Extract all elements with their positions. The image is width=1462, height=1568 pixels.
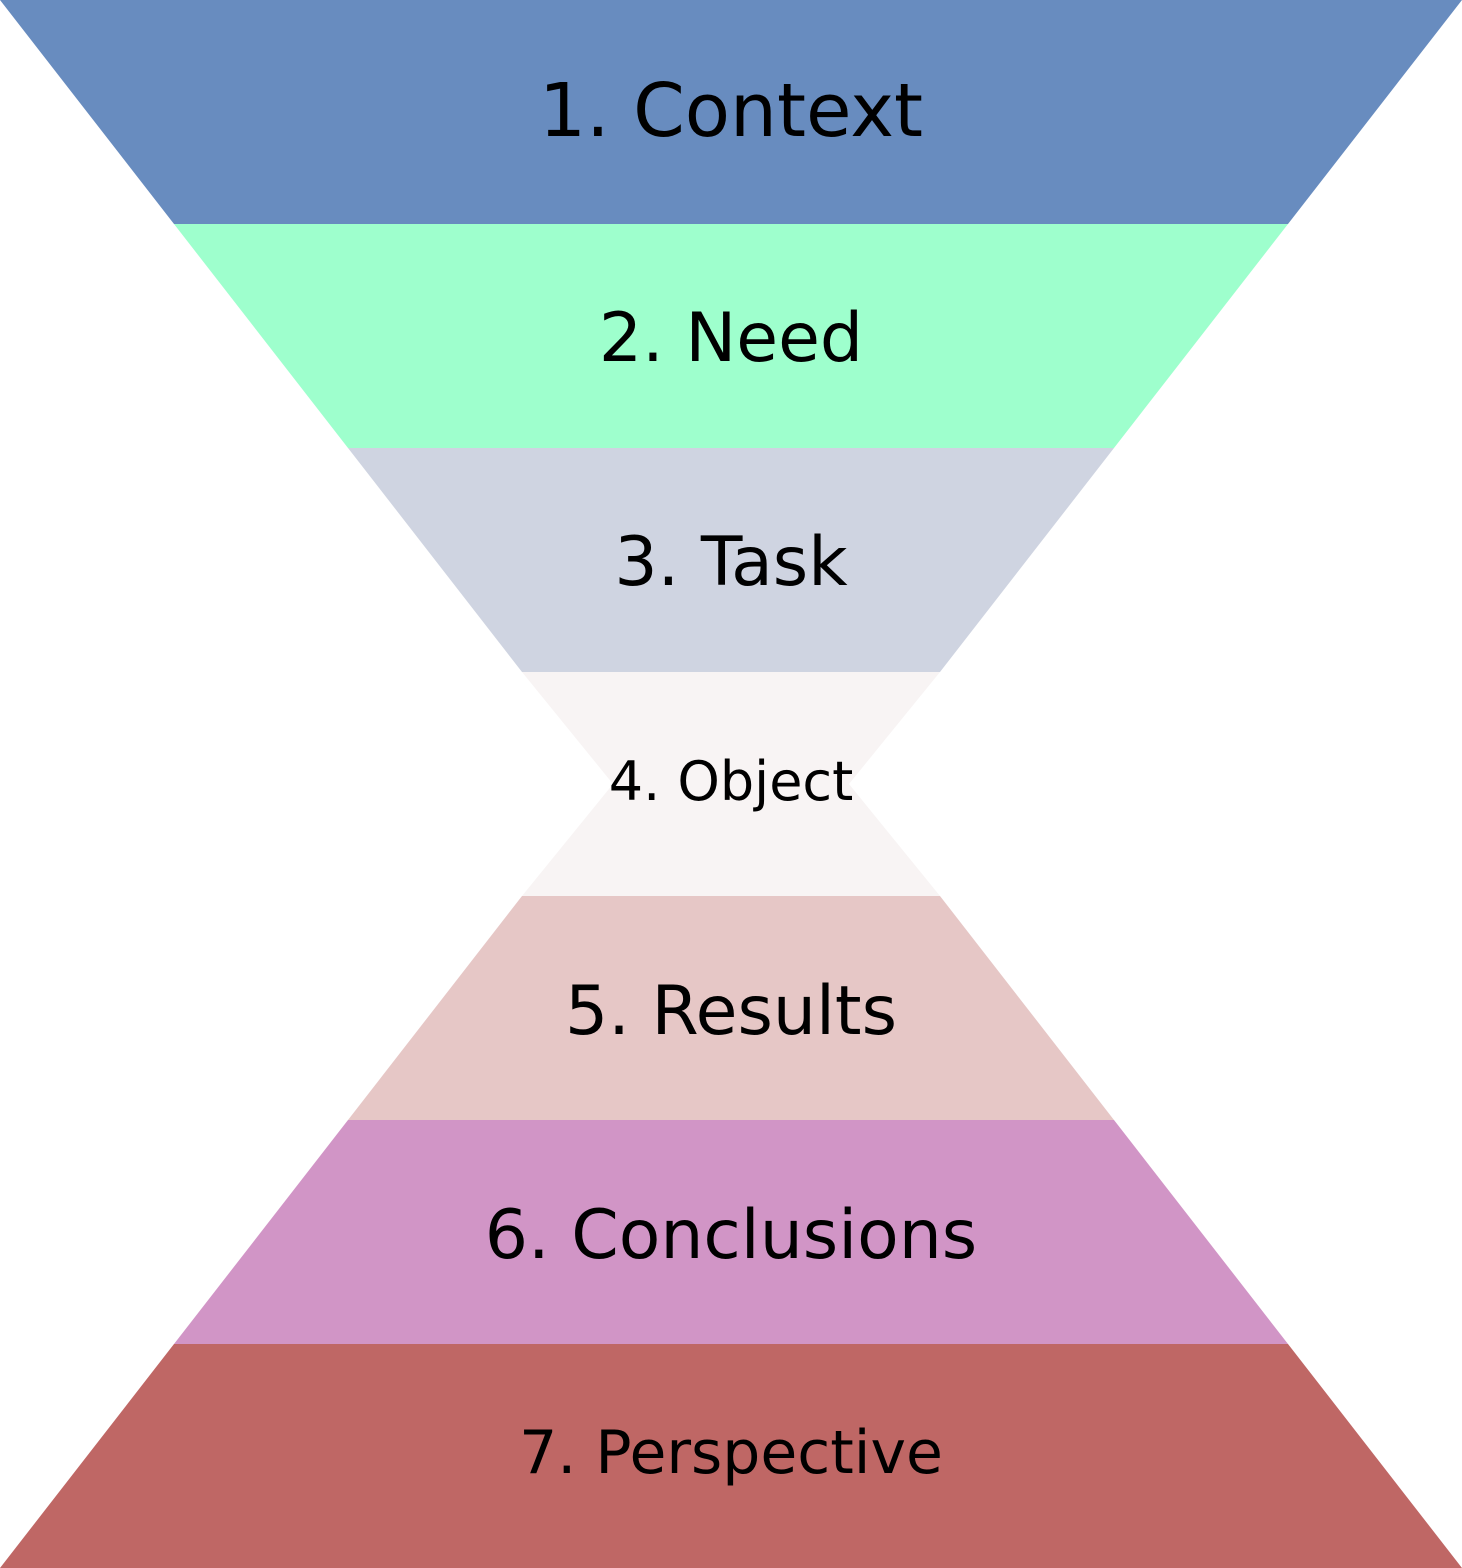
layer-1-label: 1. Context: [539, 68, 923, 154]
layer-7-band: [0, 1344, 1462, 1568]
layer-1-band: [0, 0, 1462, 224]
layer-4-band: [522, 672, 940, 896]
layer-3-label: 3. Task: [614, 523, 848, 602]
layer-6-band: [174, 1120, 1288, 1344]
layer-4-label: 4. Object: [609, 750, 854, 813]
layer-6-label: 6. Conclusions: [485, 1196, 978, 1275]
layer-3-band: [348, 448, 1114, 672]
layer-2-label: 2. Need: [599, 299, 863, 378]
layer-2-band: [174, 224, 1288, 448]
layer-5-label: 5. Results: [565, 972, 897, 1051]
layer-7-label: 7. Perspective: [519, 1418, 943, 1488]
layer-5-band: [348, 896, 1114, 1120]
